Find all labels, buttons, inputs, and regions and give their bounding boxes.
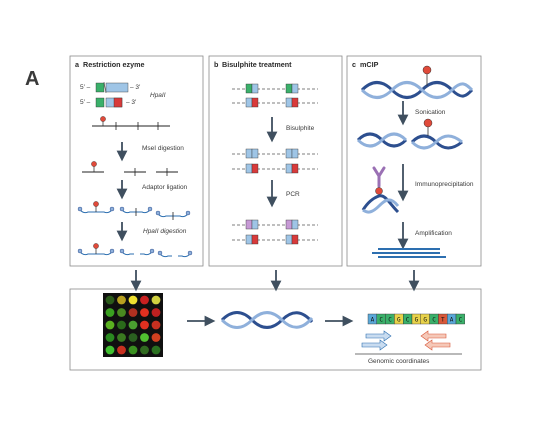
- step-mse1: MseI digestion: [142, 145, 184, 152]
- microarray-spot: [140, 308, 149, 317]
- microarray-spot: [117, 333, 126, 342]
- genomic-coordinates-label: Genomic coordinates: [368, 358, 430, 365]
- panel-c-sonicated-fragments: [356, 118, 463, 150]
- seq-bottom-3prime: – 3′: [126, 99, 137, 106]
- microarray-spot: [128, 333, 138, 342]
- sequence-base: A: [367, 313, 378, 325]
- sequence-base: C: [429, 313, 439, 325]
- sequence-base-letter: C: [432, 317, 436, 324]
- step-amplification: Amplification: [415, 230, 452, 237]
- panel-c-letter: c: [352, 60, 356, 69]
- sequence-base: T: [438, 313, 448, 325]
- panel-a-letter: a: [75, 60, 80, 69]
- microarray-spot: [105, 320, 115, 330]
- microarray-spot: [128, 320, 138, 330]
- panel-a-adaptor-fragments: [77, 201, 191, 220]
- sequence-base: C: [385, 313, 395, 325]
- panel-a-title: Restriction ezyme: [83, 60, 145, 69]
- microarray-spot: [140, 320, 149, 330]
- sequence-base-letter: G: [397, 317, 401, 324]
- sequence-base-letter: A: [371, 317, 375, 324]
- sequence-base: G: [420, 313, 430, 325]
- panel-b-after-pcr: [232, 219, 318, 245]
- microarray-spot: [151, 320, 161, 330]
- genomic-coordinates-reads: [355, 330, 462, 355]
- panel-c-antibody-complex: [361, 166, 400, 214]
- seq-top-5prime: 5′ –: [80, 84, 91, 91]
- enzyme-label: HpaII: [150, 92, 166, 99]
- microarray-spot: [105, 345, 115, 355]
- step-bisulphite: Bisulphite: [286, 125, 315, 132]
- seq-top-3prime: – 3′: [130, 84, 141, 91]
- step-immunoprecipitation: Immunoprecipitation: [415, 181, 474, 188]
- sequence-base: G: [394, 313, 404, 325]
- microarray-spot: [140, 345, 149, 355]
- sequence-base: A: [447, 313, 457, 325]
- microarray-spot: [151, 308, 161, 317]
- microarray-spot: [151, 295, 161, 305]
- sequence-base-letter: C: [406, 317, 410, 324]
- sequence-base-letter: A: [450, 317, 454, 324]
- panel-c-genomic-dna: [360, 65, 474, 99]
- sequence-base-letter: C: [379, 317, 383, 324]
- sequence-base-letter: C: [459, 317, 463, 324]
- sequence-base-letter: T: [441, 317, 445, 324]
- panel-a-digested-fragments: [82, 161, 178, 176]
- sequence-base-letter: C: [388, 317, 392, 324]
- panel-b-before: [232, 83, 318, 108]
- sequence-base: C: [376, 313, 386, 325]
- step-hpa2: HpaII digestion: [143, 228, 187, 235]
- microarray-spot: [117, 320, 126, 330]
- microarray: [103, 293, 163, 357]
- microarray-spot: [128, 295, 138, 305]
- panel-c-box: [346, 55, 482, 267]
- sequence-base-letter: G: [415, 317, 419, 324]
- microarray-spot: [105, 295, 115, 305]
- microarray-spot: [140, 333, 149, 342]
- seq-bottom-5prime: 5′ –: [80, 99, 91, 106]
- step-pcr: PCR: [286, 191, 300, 198]
- panel-a-box: [69, 55, 204, 267]
- microarray-spot: [151, 333, 161, 342]
- panel-a-final-fragments: [77, 243, 193, 258]
- microarray-spot: [117, 295, 126, 305]
- step-adaptor: Adaptor ligation: [142, 184, 188, 191]
- microarray-spot: [117, 345, 126, 355]
- microarray-spot: [140, 295, 149, 305]
- panel-c-amplicons: [372, 248, 446, 258]
- panel-a-genomic-fragment: [92, 116, 170, 130]
- sequence-base-letter: G: [423, 317, 427, 324]
- sequence-base: G: [411, 313, 422, 325]
- figure-label: A: [25, 68, 39, 90]
- step-sonication: Sonication: [415, 109, 446, 116]
- panel-c-title: mCIP: [360, 60, 379, 69]
- microarray-spot: [128, 308, 138, 317]
- microarray-spot: [117, 308, 126, 317]
- panel-b-letter: b: [214, 60, 219, 69]
- panel-b-box: [208, 55, 343, 267]
- microarray-spot: [105, 308, 115, 317]
- panel-a-recognition-site: 5′ – – 3′ 5′ – – 3′ HpaII: [80, 81, 166, 108]
- microarray-spot: [151, 345, 161, 355]
- sequence-base: C: [455, 313, 466, 325]
- microarray-spot: [105, 333, 115, 342]
- panel-b-title: Bisulphite treatment: [222, 60, 292, 69]
- panel-b-after-bisulphite: [232, 148, 318, 174]
- microarray-spot: [128, 345, 138, 355]
- dna-helix-bottom: [220, 311, 314, 329]
- sequence-base: C: [403, 313, 413, 325]
